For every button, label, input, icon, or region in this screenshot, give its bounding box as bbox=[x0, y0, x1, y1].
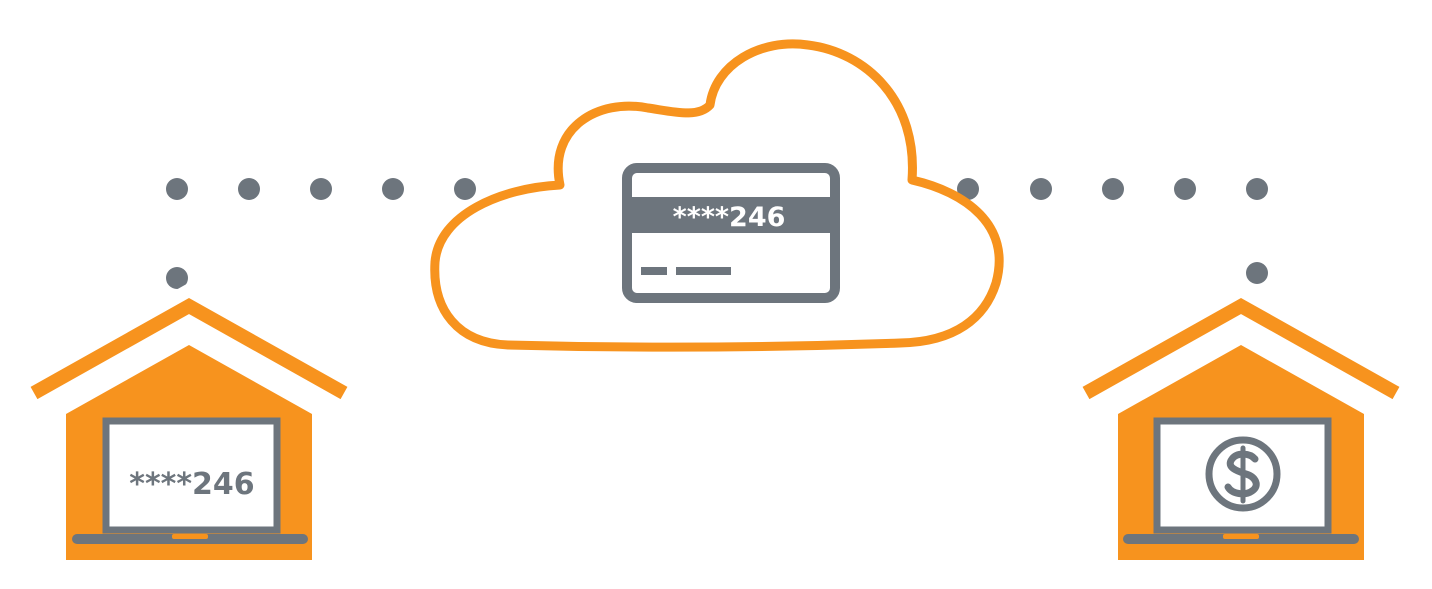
left-laptop-screen bbox=[102, 417, 281, 534]
left-connector-dot bbox=[382, 178, 404, 200]
cloud-credit-card: ****246 bbox=[622, 163, 840, 303]
card-number-band bbox=[627, 197, 835, 233]
right-connector-dot bbox=[1102, 178, 1124, 200]
right-connector-dot bbox=[1246, 178, 1268, 200]
right-roof-line bbox=[1082, 297, 1400, 400]
right-connector bbox=[957, 178, 1268, 284]
left-laptop-card-number: ****246 bbox=[129, 467, 254, 502]
dollar-coin-icon bbox=[1205, 436, 1281, 512]
cloud-card-number: ****246 bbox=[673, 202, 786, 233]
card-line-long bbox=[676, 267, 731, 275]
right-connector-dot bbox=[1246, 262, 1268, 284]
right-connector-dot bbox=[1174, 178, 1196, 200]
card-line-short bbox=[641, 267, 667, 275]
right-house bbox=[1070, 282, 1412, 560]
right-connector-dot bbox=[1030, 178, 1052, 200]
left-laptop-notch bbox=[172, 534, 208, 539]
left-connector-dot bbox=[166, 267, 188, 289]
left-house: ****246 bbox=[18, 282, 360, 560]
left-roof-line bbox=[30, 297, 348, 400]
left-connector-dot bbox=[310, 178, 332, 200]
left-connector bbox=[166, 178, 476, 289]
left-connector-dot bbox=[238, 178, 260, 200]
right-connector-dot bbox=[957, 178, 979, 200]
left-connector-dot bbox=[166, 178, 188, 200]
right-laptop-notch bbox=[1223, 534, 1259, 539]
left-connector-dot bbox=[454, 178, 476, 200]
